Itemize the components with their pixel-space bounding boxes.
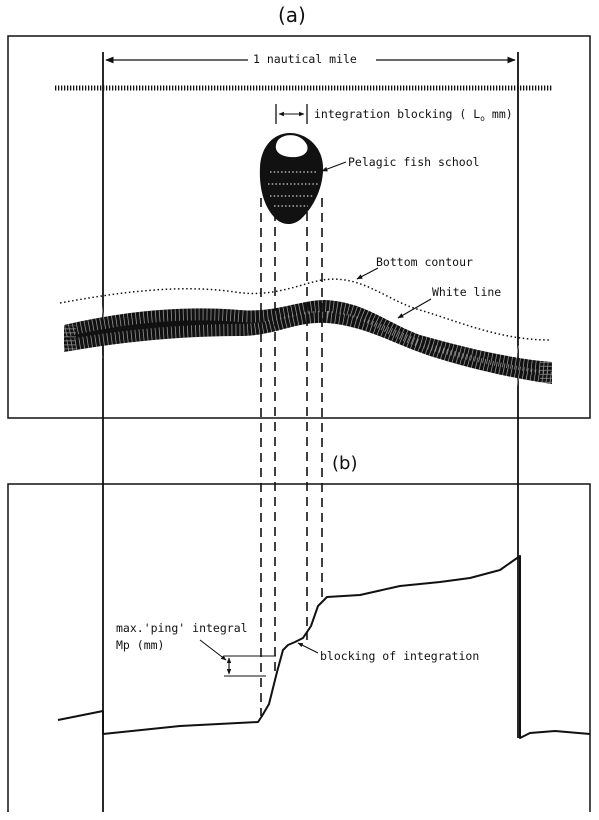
- fish-school-pointer: [321, 161, 347, 172]
- max-ping-label-line2: Mp (mm): [116, 638, 164, 652]
- fish-school-label: Pelagic fish school: [348, 155, 480, 169]
- panel-b-label: (b): [332, 453, 357, 474]
- max-ping-pointer: [199, 639, 227, 661]
- integrator-trace: [57, 555, 591, 739]
- echogram-frame: [7, 35, 591, 419]
- white-line-label: White line: [432, 285, 501, 299]
- integrator-frame: [7, 483, 591, 812]
- panel-a-label: (a): [278, 3, 306, 27]
- bottom-echo-band: [52, 287, 564, 398]
- fish-school: [259, 133, 324, 225]
- nautical-mile-label-bg: [248, 51, 376, 67]
- blocking-integration-label: blocking of integration: [320, 649, 479, 663]
- white-line-pointer: [397, 298, 432, 319]
- nautical-mile-label: 1 nautical mile: [253, 52, 357, 66]
- projection-lines: [260, 198, 323, 716]
- max-ping-label-line1: max.'ping' integral: [116, 621, 248, 635]
- blocking-integration-pointer: [297, 642, 319, 654]
- integration-blocking-label: integration blocking ( Lo mm): [314, 107, 513, 123]
- bottom-contour-label: Bottom contour: [376, 255, 473, 269]
- bottom-contour-pointer: [356, 267, 379, 280]
